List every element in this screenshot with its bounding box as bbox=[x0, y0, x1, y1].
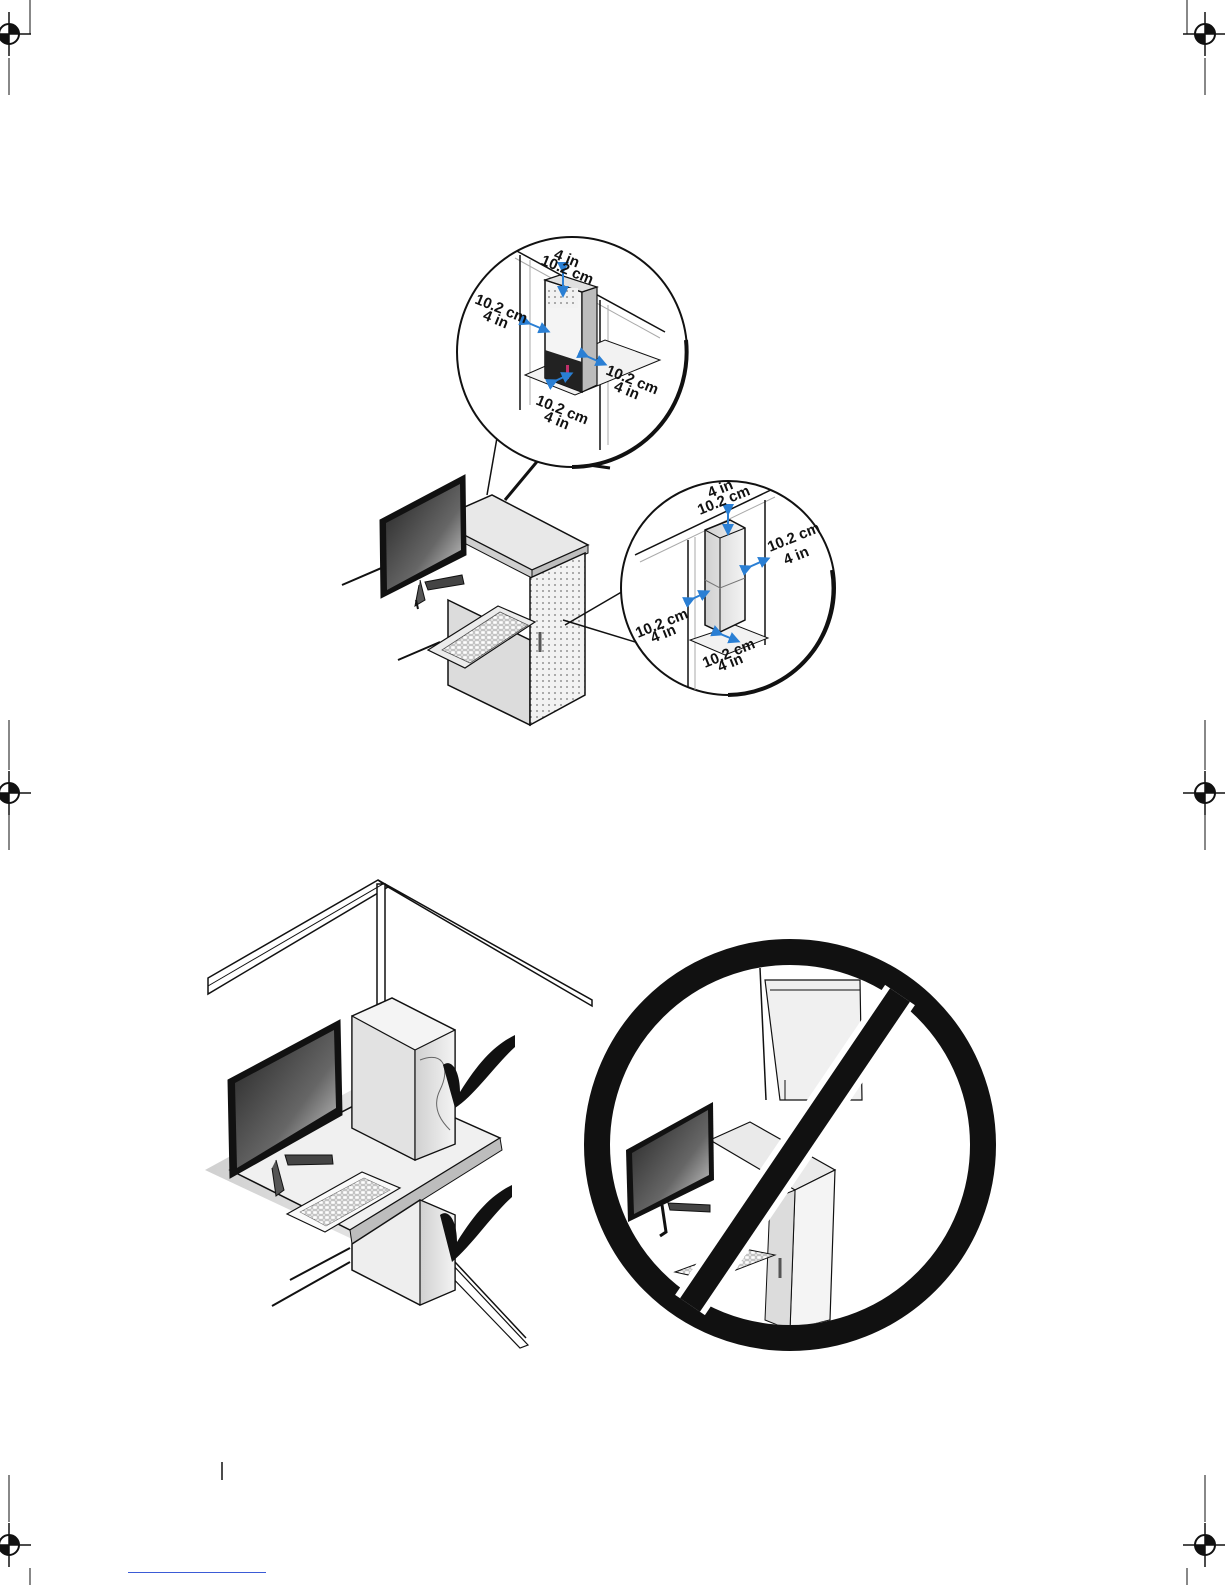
tower-on-desk bbox=[352, 998, 455, 1160]
registration-mark-icon bbox=[0, 1523, 31, 1567]
registration-mark-icon bbox=[0, 771, 31, 815]
footer-link-underline bbox=[128, 1572, 266, 1573]
registration-mark-icon bbox=[1183, 771, 1225, 815]
figure-prohibited-enclosed bbox=[597, 952, 983, 1340]
registration-mark-icon bbox=[1183, 1523, 1225, 1567]
figure-cubicle-placement bbox=[205, 880, 592, 1348]
registration-mark-icon bbox=[1183, 12, 1225, 56]
callout-top: 4 in 10.2 cm 10.2 cm 4 in 10.2 cm 4 in 1… bbox=[457, 237, 687, 467]
checkmark-icon bbox=[440, 1185, 512, 1262]
registration-mark-icon bbox=[0, 12, 31, 56]
figure-clearance-enclosed-desk: 4 in 10.2 cm 10.2 cm 4 in 10.2 cm 4 in 1… bbox=[342, 237, 835, 725]
callout-side: 4 in 10.2 cm 10.2 cm 4 in 10.2 cm 4 in 1… bbox=[621, 476, 835, 700]
